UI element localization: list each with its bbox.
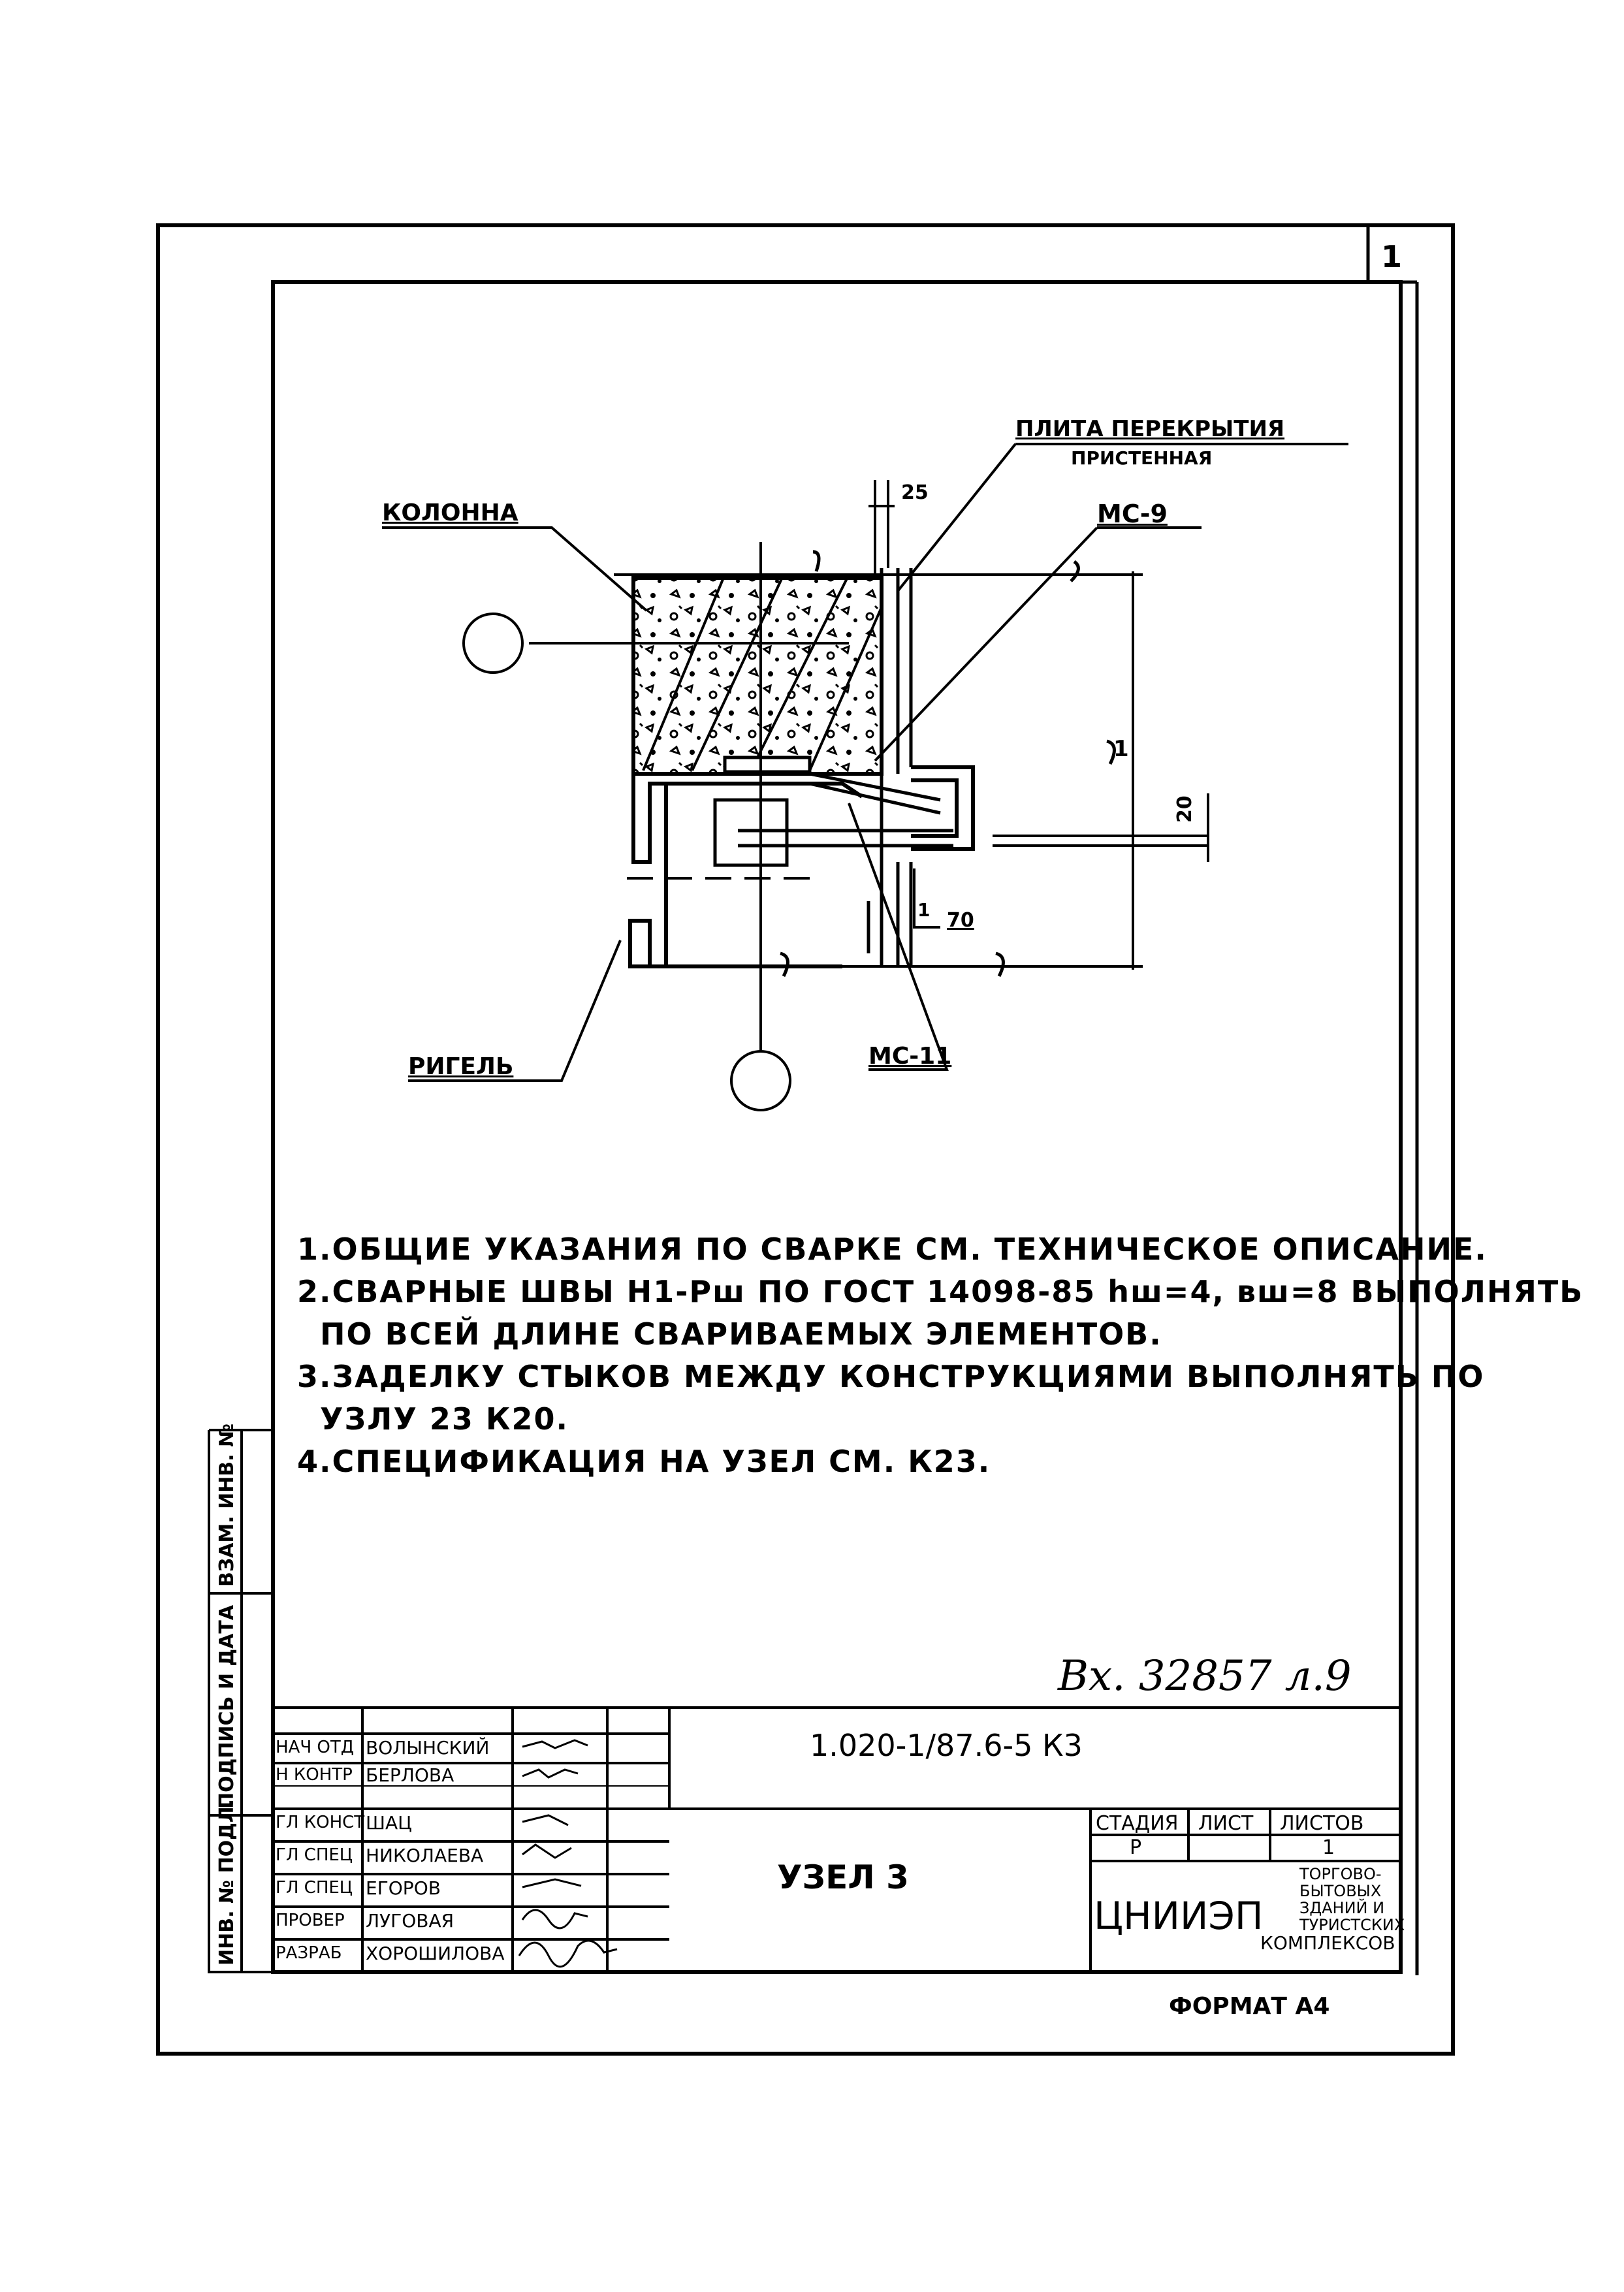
sheets-header: ЛИСТОВ (1280, 1812, 1364, 1835)
dimension-lines (868, 480, 1209, 970)
staff-name-2: БЕРЛОВА (366, 1764, 454, 1786)
staff-role-4: ГЛ СПЕЦ (276, 1845, 353, 1865)
connection-bars (738, 772, 953, 848)
staff-role-2: Н КОНТР (276, 1765, 353, 1785)
note-3-cont: УЗЛУ 23 К20. (320, 1401, 569, 1437)
title-block-grid (273, 1706, 1401, 1972)
sheets-value: 1 (1322, 1836, 1335, 1859)
dimension-70: 70 (947, 909, 974, 932)
label-mc9: МС-9 (1097, 500, 1168, 528)
staff-name-1: ВОЛЫНСКИЙ (366, 1737, 490, 1759)
staff-name-4: НИКОЛАЕВА (366, 1845, 484, 1866)
staff-name-6: ЛУГОВАЯ (366, 1910, 454, 1932)
note-1: 1.ОБЩИЕ УКАЗАНИЯ ПО СВАРКЕ СМ. ТЕХНИЧЕСК… (297, 1232, 1488, 1267)
staff-name-5: ЕГОРОВ (366, 1877, 441, 1899)
side-inv-podl: ИНВ. № ПОДЛ. (215, 1798, 238, 1966)
note-2: 2.СВАРНЫЕ ШВЫ Н1-Рш ПО ГОСТ 14098-85 hш=… (297, 1274, 1584, 1309)
outer-frame (156, 223, 1455, 2056)
label-column: КОЛОННА (382, 500, 518, 526)
note-4: 4.СПЕЦИФИКАЦИЯ НА УЗЕЛ СМ. К23. (297, 1444, 991, 1479)
org-sub-4: ТУРИСТСКИХ (1299, 1916, 1405, 1934)
document-code: 1.020-1/87.6-5 К3 (810, 1728, 1083, 1763)
staff-role-6: ПРОВЕР (276, 1911, 345, 1930)
staff-role-7: РАЗРАБ (276, 1943, 342, 1963)
dimension-1b: 1 (1113, 736, 1129, 762)
org-name: ЦНИИЭП (1094, 1894, 1264, 1938)
org-sub-3: ЗДАНИЙ И (1299, 1899, 1385, 1917)
beam-bracket (911, 765, 975, 851)
dimension-20: 20 (1173, 795, 1196, 823)
stage-value: Р (1130, 1836, 1142, 1859)
stage-header: СТАДИЯ (1096, 1812, 1179, 1835)
staff-role-5: ГЛ СПЕЦ (276, 1878, 353, 1898)
staff-role-1: НАЧ ОТД (276, 1738, 355, 1757)
side-strip-grid (208, 1429, 273, 1973)
org-sub-1: ТОРГОВО- (1299, 1865, 1382, 1883)
label-mc11: МС-11 (868, 1043, 952, 1070)
staff-name-7: ХОРОШИЛОВА (366, 1943, 505, 1964)
label-slab-line1: ПЛИТА ПЕРЕКРЫТИЯ (1015, 416, 1285, 442)
embedded-plate (713, 756, 812, 867)
sheet-title: УЗЕЛ 3 (777, 1858, 909, 1896)
sheet-header: ЛИСТ (1198, 1812, 1254, 1835)
staff-role-3: ГЛ КОНСТ (276, 1813, 365, 1832)
label-slab-line2: ПРИСТЕННАЯ (1071, 447, 1213, 469)
column-section (631, 574, 884, 776)
org-sub-2: БЫТОВЫХ (1299, 1882, 1382, 1900)
side-podpis-data: ПОДПИСЬ И ДАТА (215, 1604, 238, 1809)
inner-frame (271, 225, 1419, 1975)
format-label: ФОРМАТ А4 (1169, 1993, 1330, 2020)
inventory-stamp: Вх. 32857 л.9 (1058, 1652, 1352, 1700)
axis-lines (462, 542, 849, 1111)
column-lower (628, 774, 863, 968)
dimension-25: 25 (901, 481, 929, 504)
sheet-number: 1 (1381, 239, 1403, 274)
wall-slab (867, 568, 913, 966)
dimension-1a: 1 (917, 899, 931, 921)
staff-name-3: ШАЦ (366, 1812, 412, 1834)
note-3: 3.ЗАДЕЛКУ СТЫКОВ МЕЖДУ КОНСТРУКЦИЯМИ ВЫП… (297, 1359, 1485, 1394)
side-vzam-inv: ВЗАМ. ИНВ. № (215, 1423, 238, 1587)
org-sub-5: КОМПЛЕКСОВ (1260, 1932, 1395, 1954)
note-2-cont: ПО ВСЕЙ ДЛИНЕ СВАРИВАЕМЫХ ЭЛЕМЕНТОВ. (320, 1316, 1162, 1352)
leader-lines (382, 443, 1348, 1082)
label-beam: РИГЕЛЬ (408, 1053, 514, 1080)
